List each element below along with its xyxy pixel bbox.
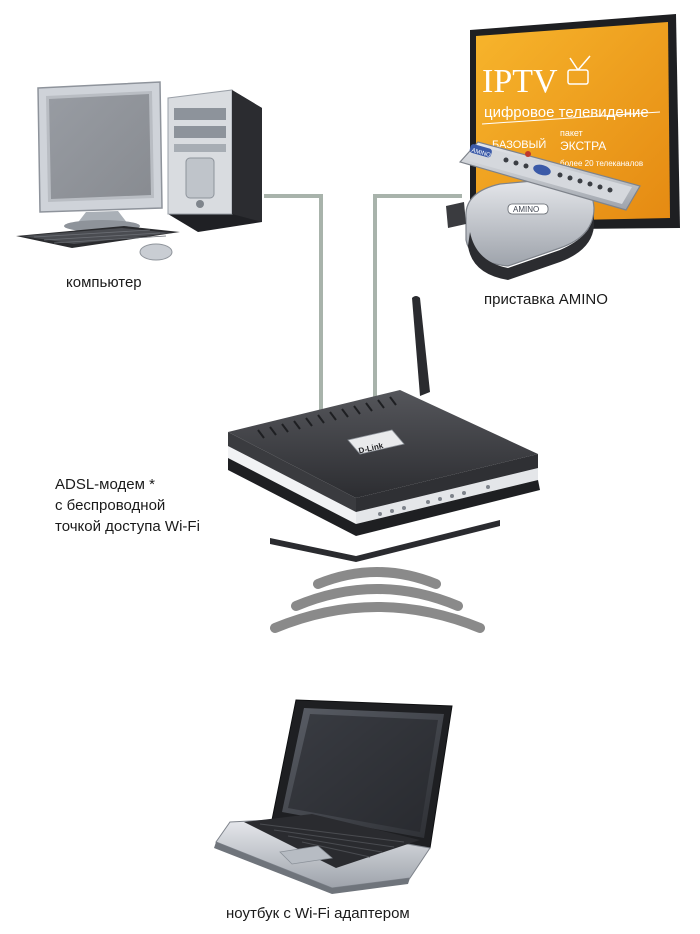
tv-channels: более 20 телеканалов (560, 159, 643, 168)
settop-brand: AMINO (513, 205, 539, 214)
monitor (37, 81, 163, 232)
remote-control: AMINO (458, 141, 641, 211)
keyboard (16, 226, 180, 248)
settop-box: AMINO (446, 177, 595, 280)
router-antenna (412, 296, 430, 396)
laptop (214, 699, 453, 894)
label-modem-line3: точкой доступа Wi-Fi (55, 518, 200, 535)
antenna-icon (567, 55, 591, 85)
label-settop-box: приставка AMINO (484, 291, 608, 308)
mouse (139, 243, 173, 261)
tv-package-left: БАЗОВЫЙ (492, 138, 546, 151)
tv-package-right: ЭКСТРА (560, 139, 606, 153)
label-computer: компьютер (66, 274, 142, 291)
remote-brand: AMINO (471, 148, 492, 159)
wifi-waves-icon (270, 567, 485, 633)
label-modem-line2: с беспроводной (55, 497, 166, 514)
pc-tower (167, 89, 262, 232)
label-laptop: ноутбук с Wi-Fi адаптером (226, 905, 410, 922)
adsl-router: D-Link (228, 296, 540, 562)
tv-logo: IPTV (482, 63, 558, 100)
cable-settop-router (373, 194, 462, 410)
label-modem-line1: ADSL-модем * (55, 476, 155, 493)
tv-package-label: пакет (560, 128, 583, 138)
tv-subtitle: цифровое телевидение (484, 104, 649, 121)
label-adsl-modem: ADSL-модем * с беспроводной точкой досту… (55, 474, 200, 537)
desktop-computer (16, 81, 262, 261)
iptv-television: IPTV цифровое телевидение БАЗОВЫЙ пакет … (470, 14, 680, 230)
cable-computer-router (264, 194, 323, 410)
